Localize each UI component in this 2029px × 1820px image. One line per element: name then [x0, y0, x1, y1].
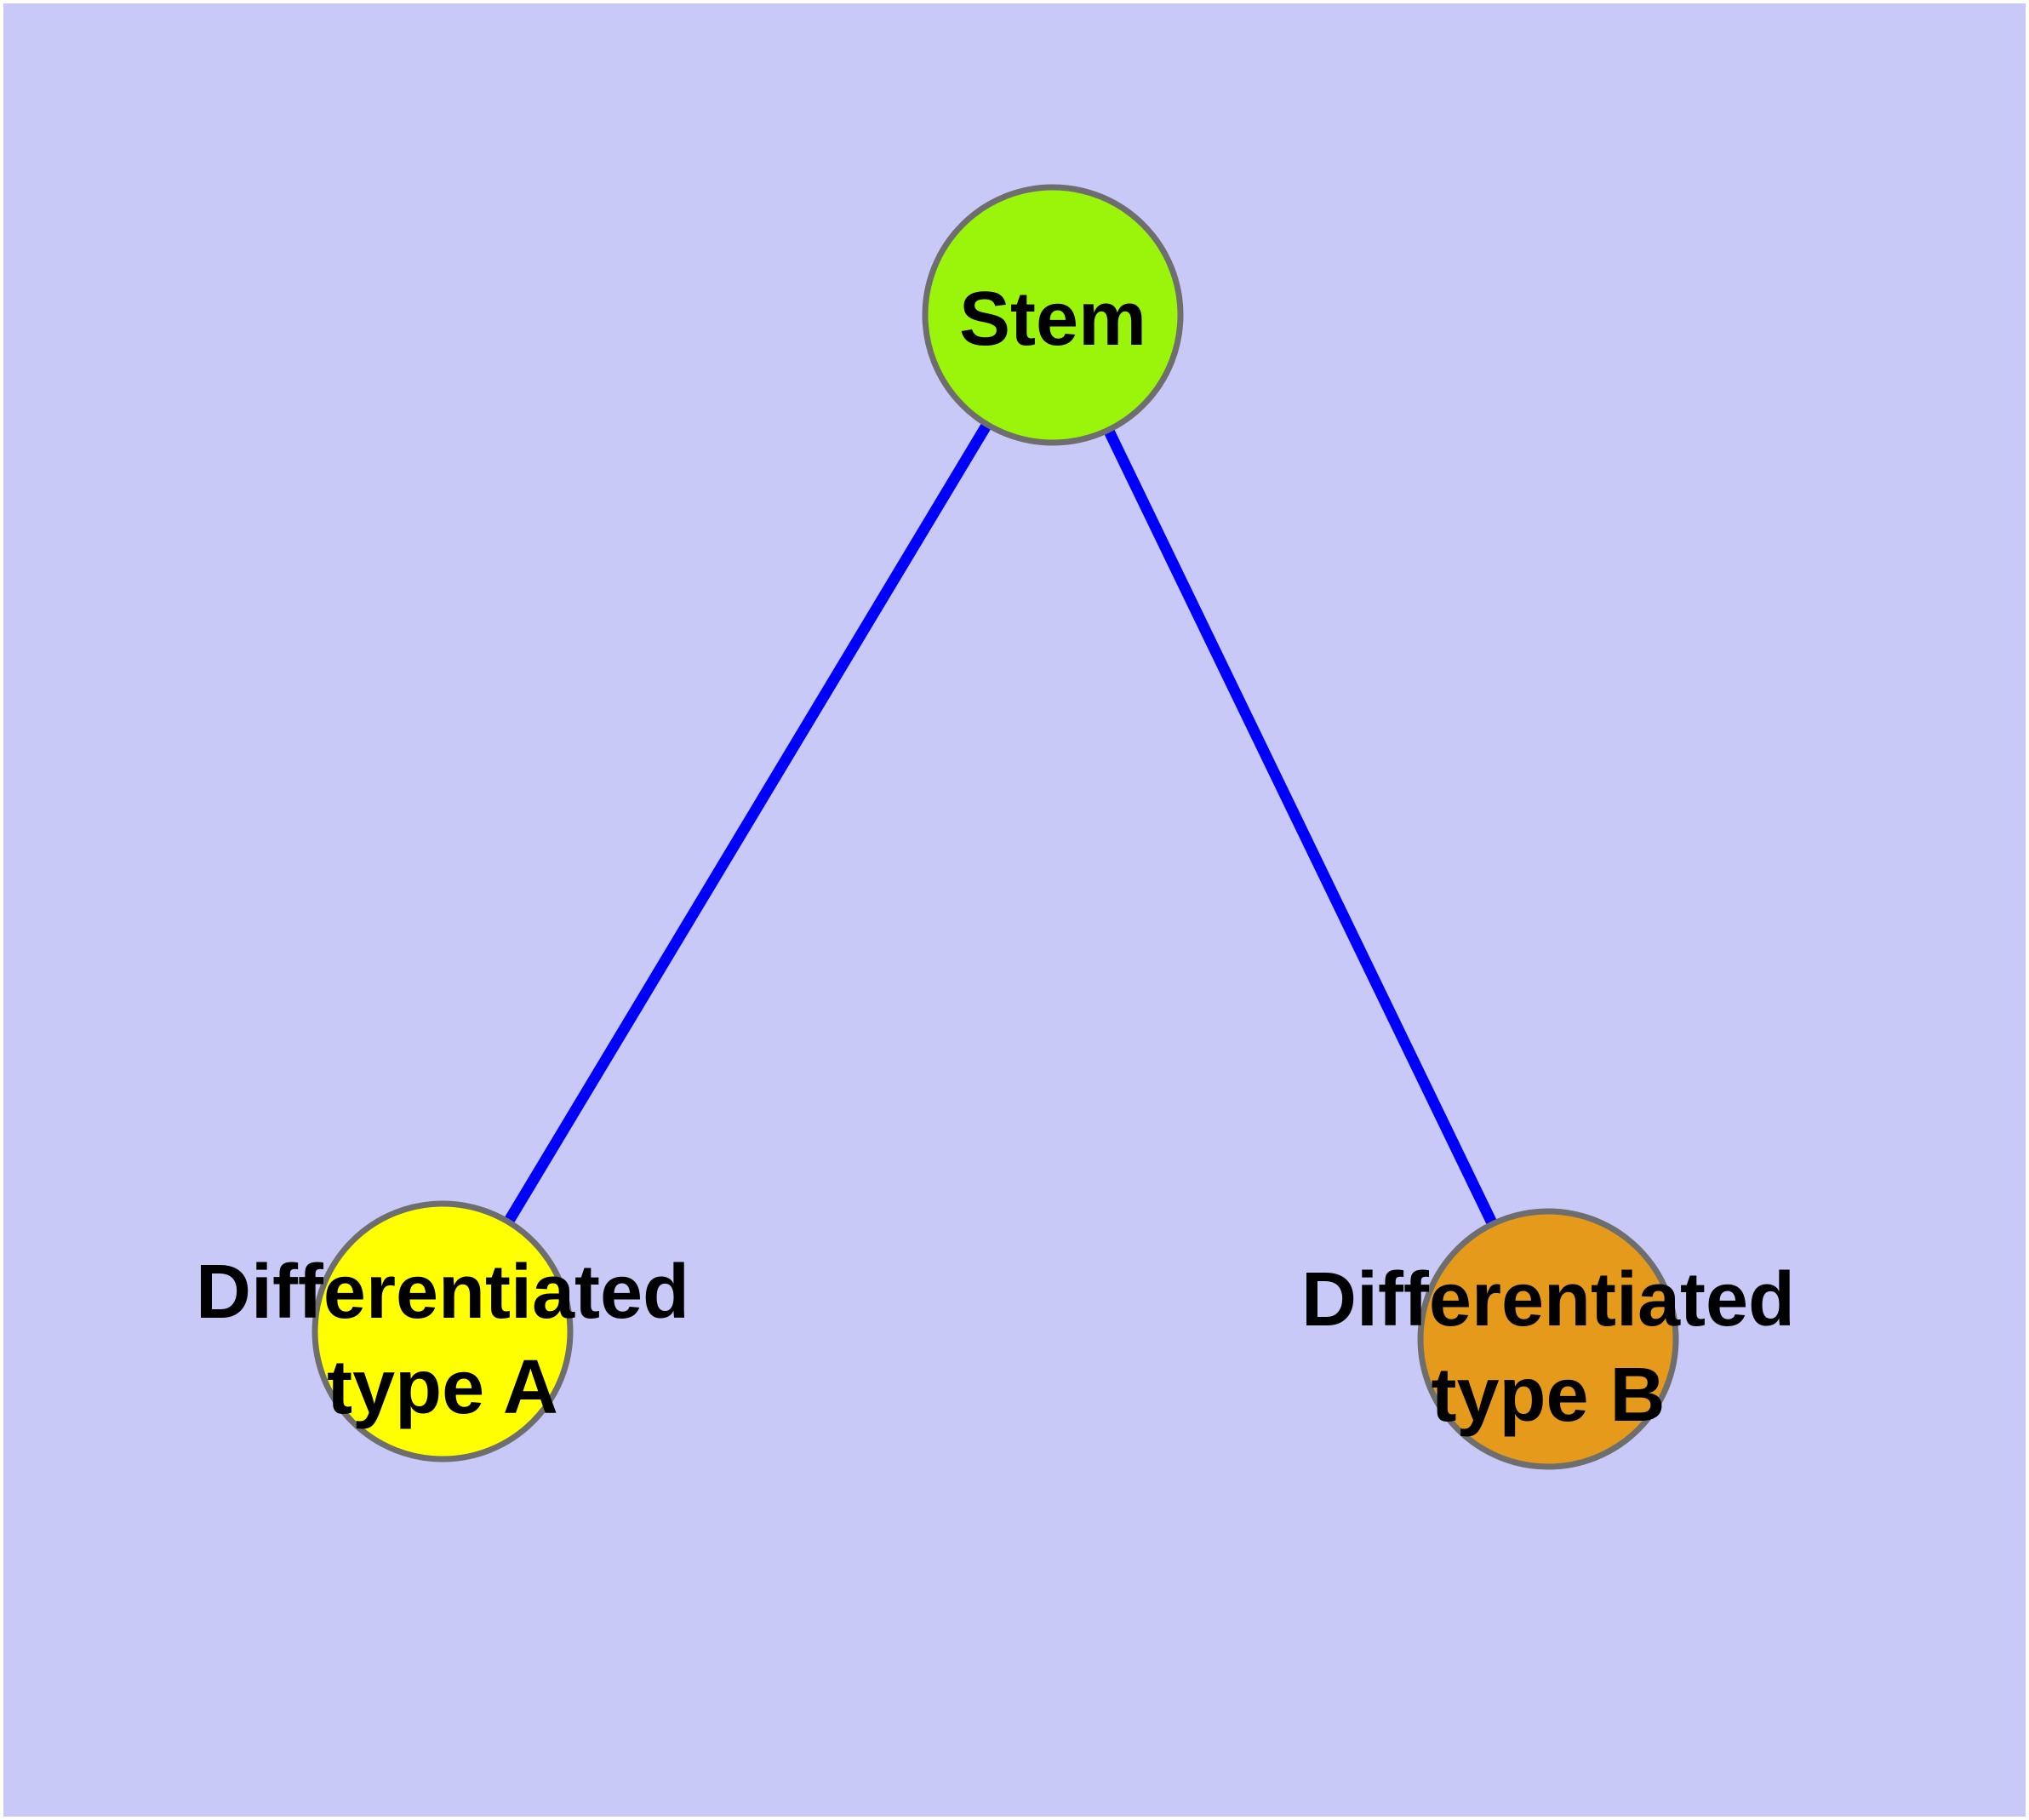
node-type-a-label-line2: type A	[327, 1345, 558, 1430]
node-type-b-circle	[1417, 1208, 1679, 1470]
node-type-a-label-line1: Differentiated	[196, 1250, 689, 1335]
node-type-b-label-line2: type B	[1431, 1353, 1665, 1438]
edge-stem-to-type-b	[1048, 312, 1553, 1342]
node-type-a-circle	[311, 1200, 574, 1462]
node-stem-circle	[922, 184, 1184, 446]
node-stem-label: Stem	[959, 277, 1146, 362]
node-type-b-label-line1: Differentiated	[1301, 1257, 1795, 1342]
edge-stem-to-type-a	[437, 312, 1058, 1335]
